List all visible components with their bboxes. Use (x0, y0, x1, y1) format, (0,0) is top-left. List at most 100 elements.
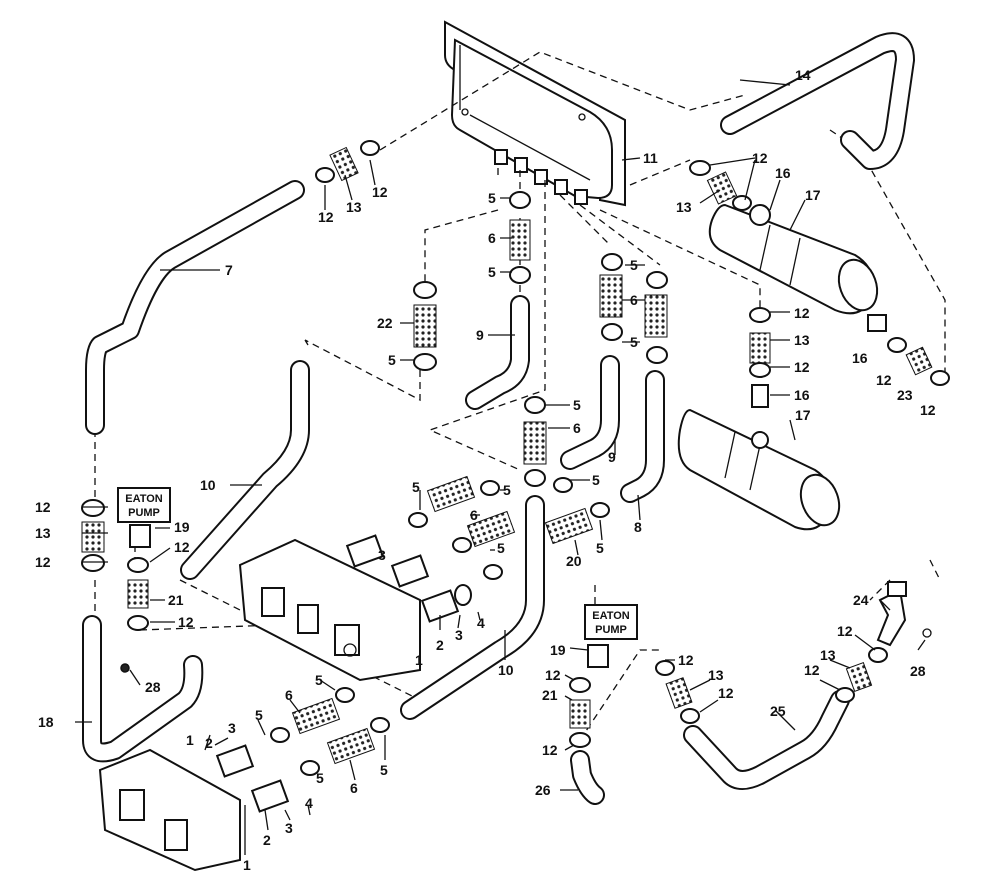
label-2: 2 (205, 735, 213, 751)
label-3: 3 (285, 820, 293, 836)
label-26: 26 (535, 782, 551, 798)
label-21: 21 (168, 592, 184, 608)
label-16: 16 (775, 165, 791, 181)
label-12: 12 (920, 402, 936, 418)
label-21: 21 (542, 687, 558, 703)
label-28: 28 (910, 663, 926, 679)
label-3: 3 (378, 547, 386, 563)
eaton-pump-box-left: EATON PUMP (117, 487, 171, 523)
label-12: 12 (35, 554, 51, 570)
label-17: 17 (795, 407, 811, 423)
label-19: 19 (174, 519, 190, 535)
label-12: 12 (876, 372, 892, 388)
label-18: 18 (38, 714, 54, 730)
label-5: 5 (316, 770, 324, 786)
label-3: 3 (228, 720, 236, 736)
label-6: 6 (470, 507, 478, 523)
label-13: 13 (708, 667, 724, 683)
label-12: 12 (718, 685, 734, 701)
label-19: 19 (550, 642, 566, 658)
fittings (81, 140, 950, 813)
label-6: 6 (573, 420, 581, 436)
label-6: 6 (488, 230, 496, 246)
label-5: 5 (630, 334, 638, 350)
label-5: 5 (388, 352, 396, 368)
label-5: 5 (503, 482, 511, 498)
label-13: 13 (346, 199, 362, 215)
label-5: 5 (380, 762, 388, 778)
label-12: 12 (794, 305, 810, 321)
label-6: 6 (630, 292, 638, 308)
label-5: 5 (592, 472, 600, 488)
label-12: 12 (678, 652, 694, 668)
label-5: 5 (488, 264, 496, 280)
label-5: 5 (255, 707, 263, 723)
label-5: 5 (315, 672, 323, 688)
label-1: 1 (415, 652, 423, 668)
label-25: 25 (770, 703, 786, 719)
label-5: 5 (630, 257, 638, 273)
eaton-pump-box-right: EATON PUMP (584, 604, 638, 640)
label-22: 22 (377, 315, 393, 331)
label-12: 12 (318, 209, 334, 225)
label-9: 9 (608, 449, 616, 465)
label-12: 12 (372, 184, 388, 200)
pump-label-text: PUMP (595, 624, 627, 636)
hose-18 (82, 615, 204, 763)
hose-14 (720, 32, 915, 170)
label-5: 5 (596, 540, 604, 556)
label-5: 5 (573, 397, 581, 413)
label-12: 12 (545, 667, 561, 683)
label-23: 23 (897, 387, 913, 403)
part-labels: 11 14 12 13 16 17 12 13 12 7 5 6 5 22 5 … (35, 67, 936, 873)
label-17: 17 (805, 187, 821, 203)
label-12: 12 (174, 539, 190, 555)
label-4: 4 (305, 795, 313, 811)
label-16: 16 (852, 350, 868, 366)
label-13: 13 (820, 647, 836, 663)
label-12: 12 (178, 614, 194, 630)
label-10: 10 (498, 662, 514, 678)
filter-assembly-upper (708, 203, 879, 315)
label-2: 2 (263, 832, 271, 848)
hose-9-right (560, 355, 620, 470)
label-8: 8 (634, 519, 642, 535)
oil-tank (444, 20, 626, 207)
label-5: 5 (412, 479, 420, 495)
label-12: 12 (794, 359, 810, 375)
label-5: 5 (488, 190, 496, 206)
label-10: 10 (200, 477, 216, 493)
label-13: 13 (35, 525, 51, 541)
label-13: 13 (676, 199, 692, 215)
label-16: 16 (794, 387, 810, 403)
filter-assembly-lower (677, 408, 841, 531)
label-1: 1 (186, 732, 194, 748)
hose-10-upper (180, 360, 310, 580)
label-24: 24 (853, 592, 869, 608)
label-28: 28 (145, 679, 161, 695)
label-6: 6 (285, 687, 293, 703)
leader-lines (75, 79, 926, 855)
hose-25 (683, 690, 850, 790)
label-9: 9 (476, 327, 484, 343)
label-5: 5 (497, 540, 505, 556)
label-6: 6 (350, 780, 358, 796)
label-7: 7 (225, 262, 233, 278)
label-12: 12 (837, 623, 853, 639)
pump-lower (98, 748, 241, 872)
label-11: 11 (643, 150, 658, 166)
label-14: 14 (795, 67, 811, 83)
label-12: 12 (35, 499, 51, 515)
pump-label-text: PUMP (128, 507, 160, 519)
hose-10-lower (400, 495, 545, 720)
eaton-label-text: EATON (125, 493, 163, 505)
label-3: 3 (455, 627, 463, 643)
label-12: 12 (804, 662, 820, 678)
pump-upper (238, 538, 421, 682)
label-13: 13 (794, 332, 810, 348)
eaton-label-text: EATON (592, 610, 630, 622)
hose-8 (620, 370, 665, 503)
label-4: 4 (477, 615, 485, 631)
hose-7 (85, 180, 305, 435)
